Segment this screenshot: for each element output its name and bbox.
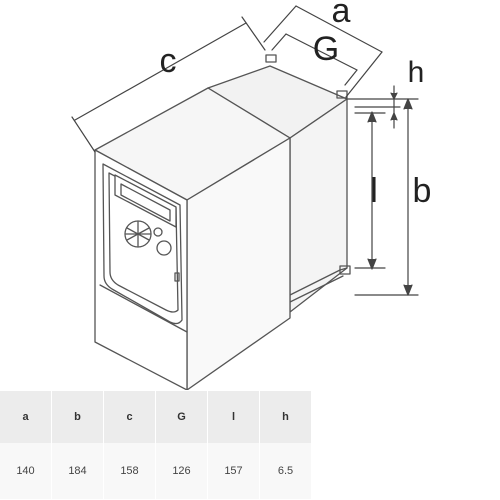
table-header-row: a b c G l h: [0, 391, 312, 443]
dimension-label-h: h: [408, 56, 425, 89]
device-dimension-diagram: c a G h l b: [71, 0, 432, 390]
lcd-display: [114, 174, 177, 228]
table-cell: 126: [155, 443, 208, 499]
column-header: b: [51, 391, 104, 443]
table-cell: 6.5: [259, 443, 312, 499]
dimension-line-g: [271, 33, 287, 51]
heatsink-line: [289, 269, 341, 296]
mounting-tab: [336, 90, 348, 99]
heatsink-line: [339, 267, 348, 271]
column-header: l: [207, 391, 260, 443]
heatsink-line: [289, 275, 344, 303]
table-cell: 157: [207, 443, 260, 499]
column-header: c: [103, 391, 156, 443]
mounting-tab: [339, 265, 351, 275]
dimension-label-b: b: [413, 172, 432, 210]
table-cell: 184: [51, 443, 104, 499]
table-cell: 158: [103, 443, 156, 499]
column-header: h: [259, 391, 312, 443]
table-row: 140 184 158 126 157 6.5: [0, 443, 312, 499]
dimensions-table: a b c G l h 140 184 158 126 157 6.5: [0, 391, 312, 499]
mounting-tab: [265, 54, 277, 63]
device-body: [94, 54, 351, 390]
column-header: a: [0, 391, 52, 443]
front-lower-divider: [99, 284, 188, 333]
indicator-slot: [174, 272, 180, 282]
column-header: G: [155, 391, 208, 443]
lcd-display-window: [120, 183, 171, 222]
dimension-label-c: c: [160, 42, 177, 80]
keypad-bezel: [108, 172, 179, 313]
table-cell: 140: [0, 443, 52, 499]
dimension-line-a: [263, 5, 297, 43]
dimension-lines: [71, 5, 419, 296]
dimension-label-l: l: [370, 172, 378, 210]
dimension-label-g: G: [313, 30, 339, 68]
dimension-label-a: a: [332, 0, 351, 30]
stop-button-icon: [156, 240, 172, 256]
dimension-line-c: [74, 22, 247, 121]
run-button-icon: [153, 227, 163, 237]
jog-dial-icon: [124, 220, 152, 248]
